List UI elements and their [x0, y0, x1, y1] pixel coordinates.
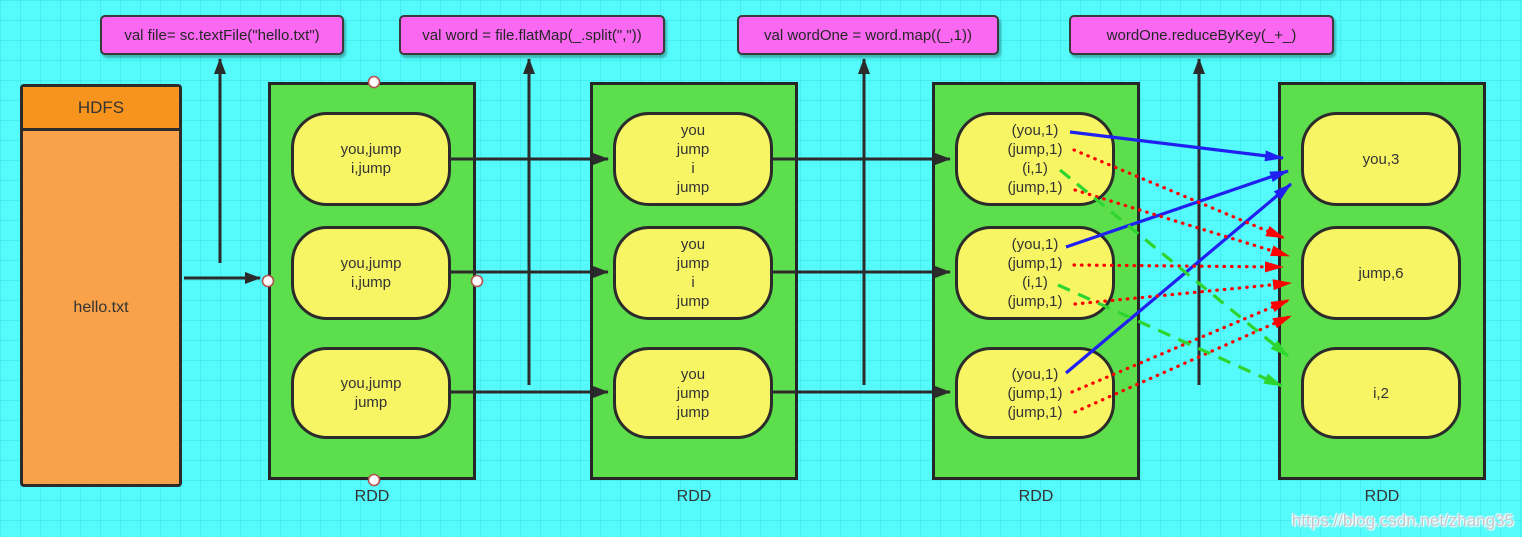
code-label-map[interactable]: val wordOne = word.map((_,1)) [737, 15, 999, 55]
hdfs-header: HDFS [23, 87, 179, 131]
hdfs-file: hello.txt [23, 131, 179, 484]
partition[interactable]: (you,1) (jump,1) (i,1) (jump,1) [955, 226, 1115, 320]
partition[interactable]: you jump jump [613, 347, 773, 439]
partition-text: (you,1) (jump,1) (jump,1) [1007, 365, 1063, 421]
partition[interactable]: you,jump i,jump [291, 226, 451, 320]
rdd-caption: RDD [1364, 488, 1400, 505]
rdd-caption: RDD [1018, 488, 1054, 505]
partition[interactable]: you,jump i,jump [291, 112, 451, 206]
partition-text: (you,1) (jump,1) (i,1) (jump,1) [1007, 122, 1063, 196]
partition-text: (you,1) (jump,1) (i,1) (jump,1) [1007, 236, 1063, 310]
code-label-text: val word = file.flatMap(_.split(",")) [422, 26, 642, 44]
partition-text: you jump jump [676, 365, 710, 421]
code-label-flatmap[interactable]: val word = file.flatMap(_.split(",")) [399, 15, 665, 55]
partition[interactable]: you jump i jump [613, 112, 773, 206]
hdfs-box[interactable]: HDFS hello.txt [20, 84, 182, 487]
rdd-caption: RDD [676, 488, 712, 505]
partition-text: i,2 [1373, 384, 1389, 402]
code-label-text: val wordOne = word.map((_,1)) [764, 26, 972, 44]
code-label-text: val file= sc.textFile("hello.txt") [124, 26, 320, 44]
rdd-box-4[interactable]: you,3 jump,6 i,2 [1278, 82, 1486, 480]
partition[interactable]: you,3 [1301, 112, 1461, 206]
partition[interactable]: jump,6 [1301, 226, 1461, 320]
partition-text: you jump i jump [676, 236, 710, 310]
partition-text: you,jump i,jump [340, 255, 402, 291]
partition[interactable]: (you,1) (jump,1) (i,1) (jump,1) [955, 112, 1115, 206]
rdd-box-1[interactable]: you,jump i,jump you,jump i,jump you,jump… [268, 82, 476, 480]
partition[interactable]: (you,1) (jump,1) (jump,1) [955, 347, 1115, 439]
watermark: https://blog.csdn.net/zhang35 [1291, 511, 1514, 530]
partition[interactable]: you,jump jump [291, 347, 451, 439]
code-label-textfile[interactable]: val file= sc.textFile("hello.txt") [100, 15, 344, 55]
code-label-text: wordOne.reduceByKey(_+_) [1106, 26, 1297, 44]
code-label-reducebykey[interactable]: wordOne.reduceByKey(_+_) [1069, 15, 1334, 55]
partition-text: you jump i jump [676, 122, 710, 196]
partition[interactable]: i,2 [1301, 347, 1461, 439]
partition-text: you,3 [1362, 150, 1400, 168]
partition-text: you,jump jump [340, 375, 402, 411]
partition-text: jump,6 [1358, 264, 1404, 282]
rdd-box-3[interactable]: (you,1) (jump,1) (i,1) (jump,1) (you,1) … [932, 82, 1140, 480]
partition[interactable]: you jump i jump [613, 226, 773, 320]
hdfs-file-name: hello.txt [73, 298, 129, 316]
rdd-box-2[interactable]: you jump i jump you jump i jump you jump… [590, 82, 798, 480]
rdd-caption: RDD [354, 488, 390, 505]
hdfs-title: HDFS [77, 97, 125, 117]
partition-text: you,jump i,jump [340, 141, 402, 177]
